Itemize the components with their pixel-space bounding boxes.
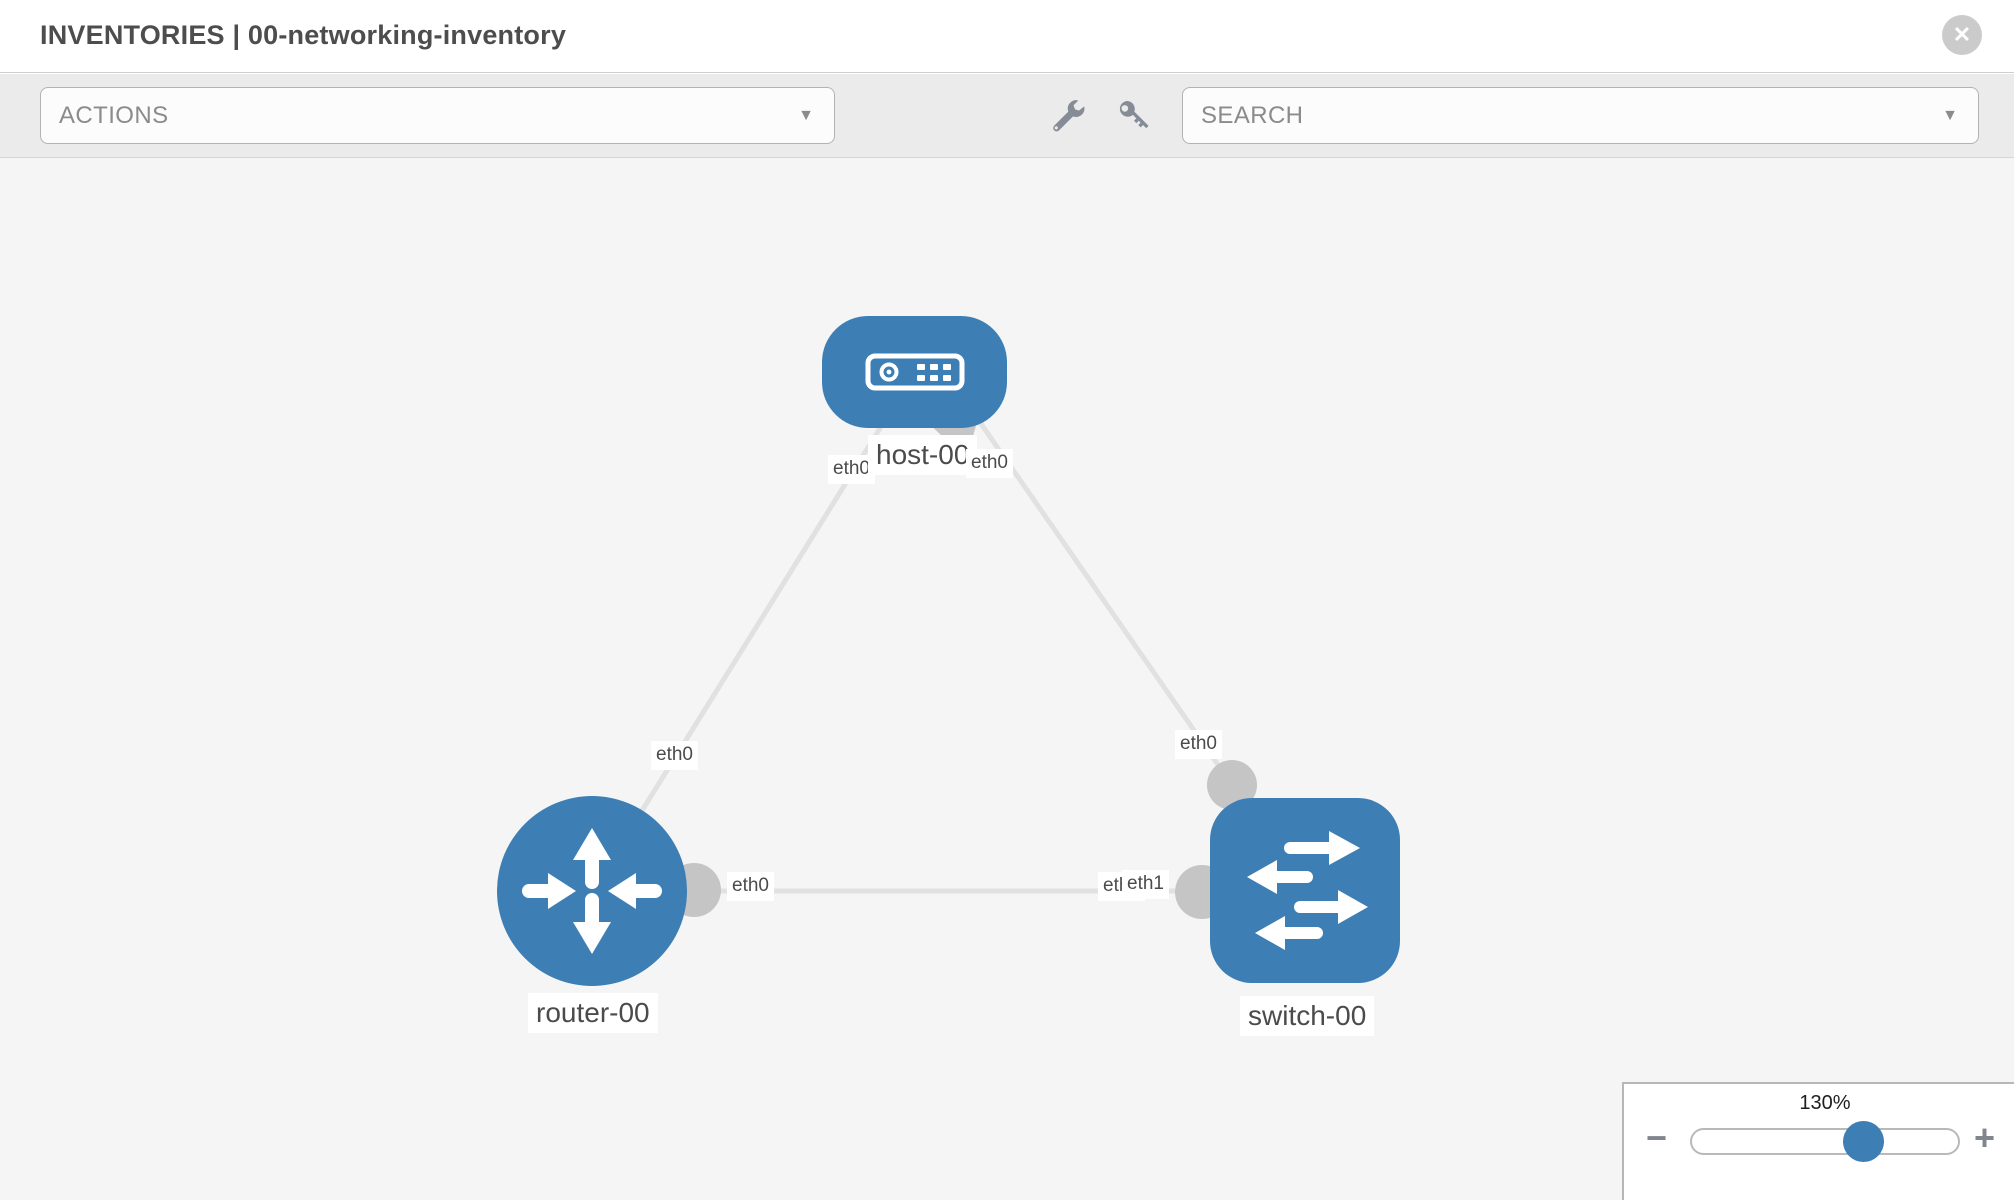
zoom-in-button[interactable]: + — [1974, 1117, 1996, 1158]
link-host-switch — [942, 370, 1235, 787]
node-label-router-00: router-00 — [528, 993, 658, 1034]
caret-down-icon: ▼ — [1942, 106, 1958, 124]
server-icon — [865, 353, 965, 391]
topology-canvas[interactable]: eth0 host-00 eth0 eth0 eth0 eth0 eth0 et… — [0, 158, 2014, 1200]
links-layer — [589, 370, 1305, 919]
node-router-00[interactable] — [497, 796, 687, 986]
node-host-00[interactable] — [822, 316, 1007, 428]
caret-down-icon: ▼ — [798, 106, 814, 124]
header: INVENTORIES | 00-networking-inventory ✕ — [0, 0, 2014, 73]
switch-icon — [1247, 831, 1368, 950]
iface-label-router-switch-at-router: eth0 — [727, 872, 774, 901]
connector-switch-eth0 — [1207, 760, 1257, 810]
node-switch-00[interactable] — [1210, 798, 1400, 983]
zoom-slider-thumb[interactable] — [1843, 1121, 1884, 1162]
zoom-out-button[interactable]: − — [1646, 1117, 1668, 1158]
actions-dropdown[interactable]: ACTIONS ▼ — [40, 87, 835, 144]
toolbar: ACTIONS ▼ ▼ — [0, 74, 2014, 158]
iface-label-router-switch-at-switch: eth1 — [1122, 870, 1169, 899]
iface-label-host-router-at-router: eth0 — [651, 741, 698, 770]
iface-label-host-router-at-host: eth0 — [828, 455, 875, 484]
page-title: INVENTORIES | 00-networking-inventory — [40, 20, 567, 50]
iface-label-host-switch-at-switch: eth0 — [1175, 730, 1222, 759]
close-icon: ✕ — [1952, 22, 1972, 47]
wrench-button[interactable] — [1048, 96, 1088, 136]
router-icon — [522, 828, 662, 954]
close-button[interactable]: ✕ — [1942, 15, 1982, 55]
key-icon — [1119, 100, 1149, 129]
zoom-control-panel: 130% − + — [1622, 1082, 2014, 1200]
node-label-switch-00: switch-00 — [1240, 996, 1375, 1037]
wrench-icon — [1053, 100, 1085, 132]
zoom-slider-track[interactable] — [1690, 1128, 1960, 1155]
actions-dropdown-label: ACTIONS — [59, 101, 169, 129]
key-button[interactable] — [1114, 96, 1154, 136]
node-label-host-00: host-00 — [868, 435, 978, 476]
search-dropdown[interactable]: ▼ — [1182, 87, 1979, 144]
iface-label-host-switch-at-host: eth0 — [966, 449, 1013, 478]
search-input[interactable] — [1201, 101, 1901, 130]
zoom-level: 130% — [1799, 1092, 1851, 1114]
